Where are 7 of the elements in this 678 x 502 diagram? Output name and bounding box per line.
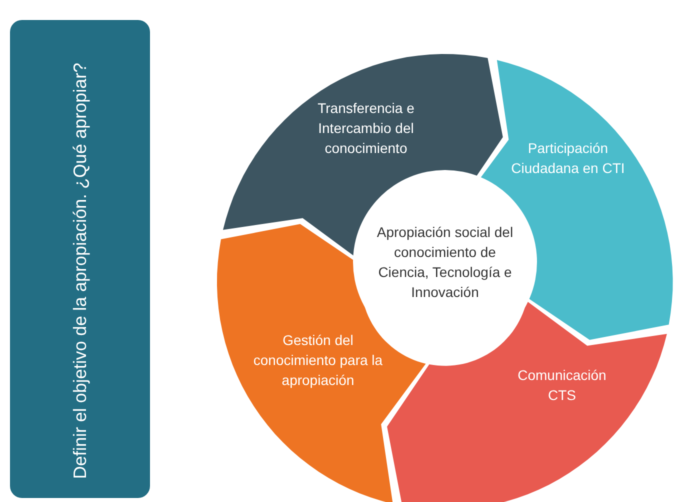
side-panel <box>10 20 150 498</box>
panel-label: Definir el objetivo de la apropiación. ¿Qué apropiar? <box>69 62 91 479</box>
segment-label: Participación Ciudadana en CTI <box>510 138 626 178</box>
segment-label: Comunicación CTS <box>516 366 608 405</box>
segment-label: Transferencia e Intercambio del conocimiento <box>316 98 416 158</box>
segment-label: Gestión del conocimiento para la apropiación <box>252 330 384 390</box>
center-label: Apropiación social del conocimiento de Ciencia, Tecnología e Innovación <box>376 223 514 302</box>
